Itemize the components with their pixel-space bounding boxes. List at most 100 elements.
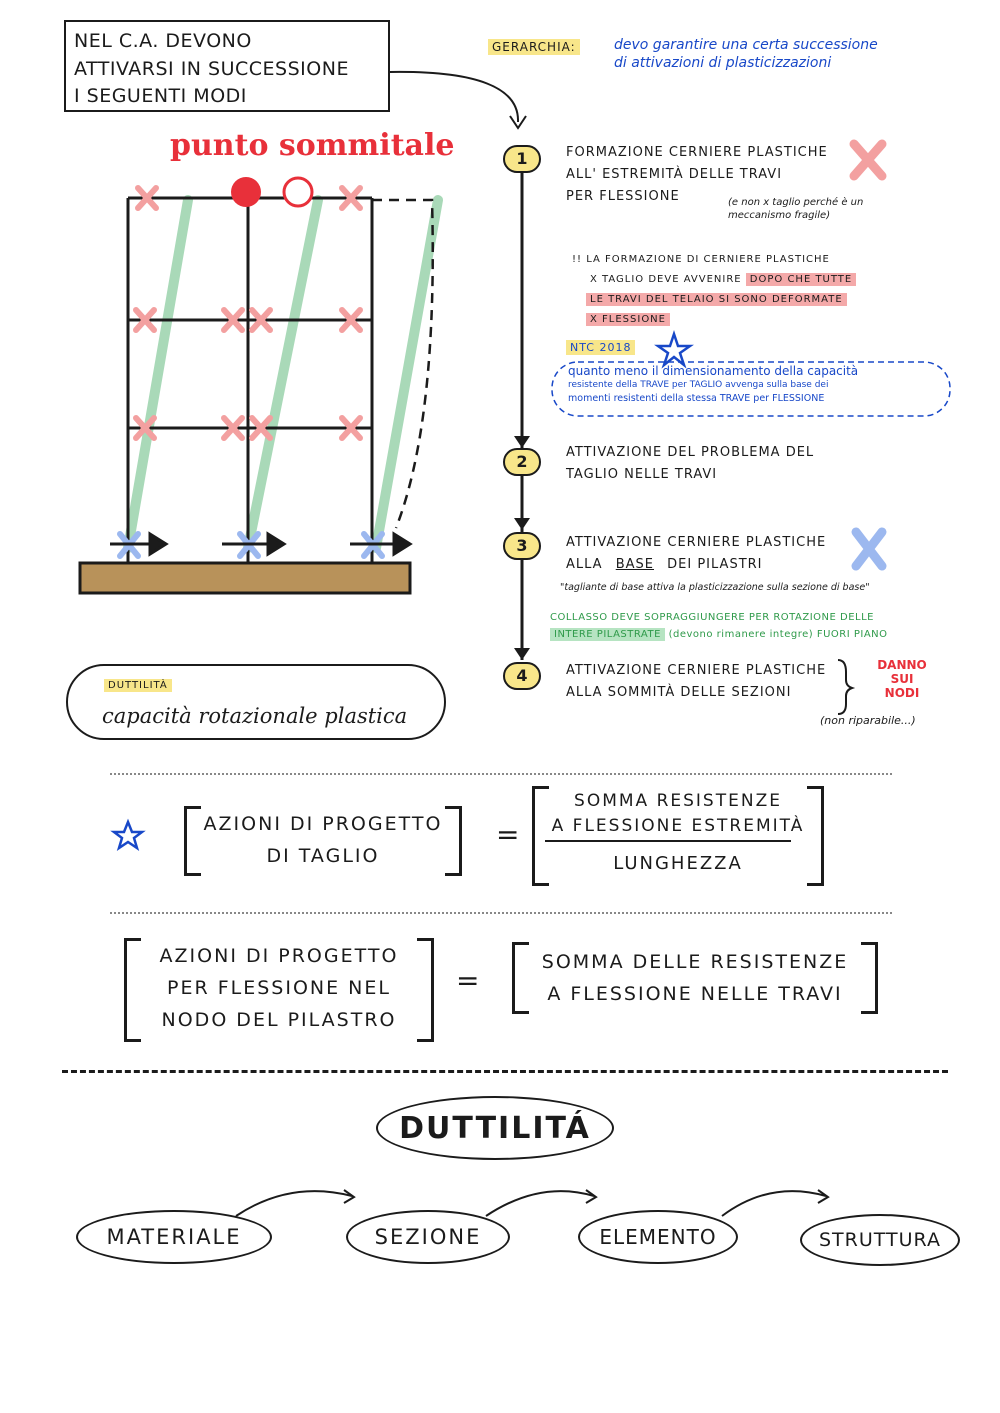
deformed-shape: [123, 195, 443, 553]
ntc-line-1: quanto meno il dimensionamento della cap…: [568, 364, 859, 378]
non-riparabile: (non riparabile...): [820, 714, 916, 727]
eq1-fraction-bar: [545, 840, 791, 842]
step-2-line-1: ATTIVAZIONE DEL PROBLEMA DEL: [566, 445, 815, 460]
step-3-collasso-1: COLLASSO DEVE SOPRAGGIUNGERE PER ROTAZIO…: [550, 612, 874, 623]
step-3-line-2-pre: ALLA: [566, 557, 603, 572]
eq1-rhs: SOMMA RESISTENZE A FLESSIONE ESTREMITÀ L…: [532, 786, 824, 886]
step-3-collasso-hl: INTERE PILASTRATE: [550, 628, 665, 641]
frame-lines: [126, 196, 374, 563]
step-3-text: ATTIVAZIONE CERNIERE PLASTICHE ALLA BASE…: [566, 532, 826, 576]
eq1-den: LUNGHEZZA: [613, 853, 743, 874]
divider-1: [110, 773, 892, 775]
step-2-text: ATTIVAZIONE DEL PROBLEMA DEL TAGLIO NELL…: [566, 442, 814, 486]
eq1-equals: =: [496, 818, 520, 851]
danno-line-1: DANNO: [877, 658, 927, 672]
step-1-sub-4: X FLESSIONE: [572, 310, 856, 330]
ntc-line-2: resistente della TRAVE per TAGLIO avveng…: [568, 380, 829, 390]
step-1-sub-3-text: LE TRAVI DEL TELAIO SI SONO DEFORMATE: [586, 293, 847, 306]
ntc-line-3: momenti resistenti della stessa TRAVE pe…: [568, 393, 825, 404]
blue-x-mark: [851, 527, 887, 571]
chain-materiale-label: MATERIALE: [106, 1225, 242, 1249]
eq2-rhs: SOMMA DELLE RESISTENZE A FLESSIONE NELLE…: [512, 942, 878, 1014]
eq1-lhs-1: AZIONI DI PROGETTO: [203, 813, 443, 835]
step-1-sub-2: X TAGLIO DEVE AVVENIRE DOPO CHE TUTTE: [572, 270, 857, 290]
chain-sezione: SEZIONE: [346, 1210, 510, 1264]
sommitale-point-hollow: [282, 176, 314, 208]
step-4-line-1: ATTIVAZIONE CERNIERE PLASTICHE: [566, 663, 827, 678]
step-1-sub-4-text: X FLESSIONE: [586, 313, 670, 326]
gerarchia-tag: GERARCHIA:: [488, 39, 580, 55]
ntc-text: quanto meno il dimensionamento della cap…: [568, 364, 858, 406]
brace: [837, 659, 856, 715]
gerarchia-label: GERARCHIA:: [488, 39, 580, 55]
danno-line-2: SUI: [890, 672, 914, 686]
step-4-badge: 4: [503, 662, 541, 690]
eq2-lhs-2: PER FLESSIONE NEL: [167, 977, 391, 999]
title-line-1: NEL C.A. DEVONO: [74, 30, 252, 52]
ntc-dashed-border: [551, 361, 951, 417]
chain-arrows: [235, 1189, 830, 1217]
eq2-rhs-2: A FLESSIONE NELLE TRAVI: [547, 983, 843, 1005]
step-4-line-2: ALLA SOMMITÀ DELLE SEZIONI: [566, 685, 792, 700]
step-3-line-2: ALLA BASE DEI PILASTRI: [566, 554, 826, 576]
gerarchia-line-1: devo garantire una certa successione: [614, 37, 878, 53]
step-3-quote: "tagliante di base attiva la plasticizza…: [560, 582, 870, 593]
step-3-collasso-2: INTERE PILASTRATE (devono rimanere integ…: [550, 626, 888, 643]
eq2-equals: =: [456, 964, 480, 997]
step-3-collasso: COLLASSO DEVE SOPRAGGIUNGERE PER ROTAZIO…: [550, 609, 888, 643]
duttilita-box: DUTTILITÀ capacità rotazionale plastica: [66, 664, 446, 740]
eq2-rhs-1: SOMMA DELLE RESISTENZE: [541, 951, 849, 973]
chain-struttura: STRUTTURA: [800, 1214, 960, 1266]
duttilita-title: DUTTILITÁ: [399, 1110, 591, 1146]
danno-nodi: DANNO SUI NODI: [872, 658, 932, 700]
gerarchia-text: devo garantire una certa successione di …: [614, 36, 878, 72]
divider-2: [110, 912, 892, 914]
punto-sommitale-label: punto sommitale: [170, 128, 455, 163]
eq1-num-2: A FLESSIONE ESTREMITÀ: [551, 816, 805, 836]
step-1-sub: !! LA FORMAZIONE DI CERNIERE PLASTICHE X…: [572, 250, 857, 330]
step-3-badge: 3: [503, 532, 541, 560]
step-3-line-2-base: BASE: [615, 557, 654, 572]
title-box: NEL C.A. DEVONO ATTIVARSI IN SUCCESSIONE…: [64, 20, 390, 112]
sommitale-point-red: [231, 177, 261, 207]
step-2-badge: 2: [503, 448, 541, 476]
step-1-line-1: FORMAZIONE CERNIERE PLASTICHE: [566, 145, 828, 160]
divider-3: [62, 1070, 948, 1073]
step-1-sub-1: !! LA FORMAZIONE DI CERNIERE PLASTICHE: [572, 254, 830, 265]
connector-arrow: [389, 70, 520, 123]
red-x-mark: [849, 139, 887, 181]
eq1-lhs: AZIONI DI PROGETTO DI TAGLIO: [184, 806, 462, 876]
chain-elemento: ELEMENTO: [578, 1210, 738, 1264]
step-1-badge: 1: [503, 145, 541, 173]
eq1-lhs-2: DI TAGLIO: [266, 845, 380, 867]
chain-elemento-label: ELEMENTO: [599, 1225, 717, 1249]
title-line-2: ATTIVARSI IN SUCCESSIONE: [74, 58, 349, 80]
step-1-sub-2b: DOPO CHE TUTTE: [745, 273, 857, 286]
step-4-text: ATTIVAZIONE CERNIERE PLASTICHE ALLA SOMM…: [566, 660, 826, 704]
step-1-sub-3: LE TRAVI DEL TELAIO SI SONO DEFORMATE: [572, 290, 856, 310]
chain-sezione-label: SEZIONE: [374, 1225, 482, 1249]
duttilita-title-oval: DUTTILITÁ: [376, 1096, 614, 1160]
step-3-line-2-post: DEI PILASTRI: [667, 557, 763, 572]
gerarchia-line-2: di attivazioni di plasticizzazioni: [614, 55, 832, 71]
ntc-label-wrap: NTC 2018: [566, 340, 636, 355]
title-line-3: I SEGUENTI MODI: [74, 85, 247, 107]
deflection-curve: [372, 198, 434, 529]
step-1-line-3: PER FLESSIONE: [566, 189, 680, 204]
eq1-num-1: SOMMA RESISTENZE: [574, 791, 782, 811]
duttilita-text: capacità rotazionale plastica: [102, 704, 408, 728]
danno-line-3: NODI: [884, 686, 920, 700]
step-2-line-2: TAGLIO NELLE TRAVI: [566, 467, 718, 482]
eq2-lhs: AZIONI DI PROGETTO PER FLESSIONE NEL NOD…: [124, 938, 434, 1042]
chain-materiale: MATERIALE: [76, 1210, 272, 1264]
ntc-label: NTC 2018: [566, 340, 636, 355]
duttilita-label: DUTTILITÀ: [104, 679, 172, 692]
step-1-note: (e non x taglio perché è un meccanismo f…: [728, 197, 864, 221]
duttilita-label-wrap: DUTTILITÀ: [104, 679, 172, 692]
step-3-collasso-rest: (devono rimanere integre) FUORI PIANO: [668, 629, 888, 640]
step-3-line-1: ATTIVAZIONE CERNIERE PLASTICHE: [566, 535, 827, 550]
ground-block: [78, 561, 412, 595]
eq2-lhs-3: NODO DEL PILASTRO: [161, 1009, 397, 1031]
eq2-lhs-1: AZIONI DI PROGETTO: [159, 945, 399, 967]
